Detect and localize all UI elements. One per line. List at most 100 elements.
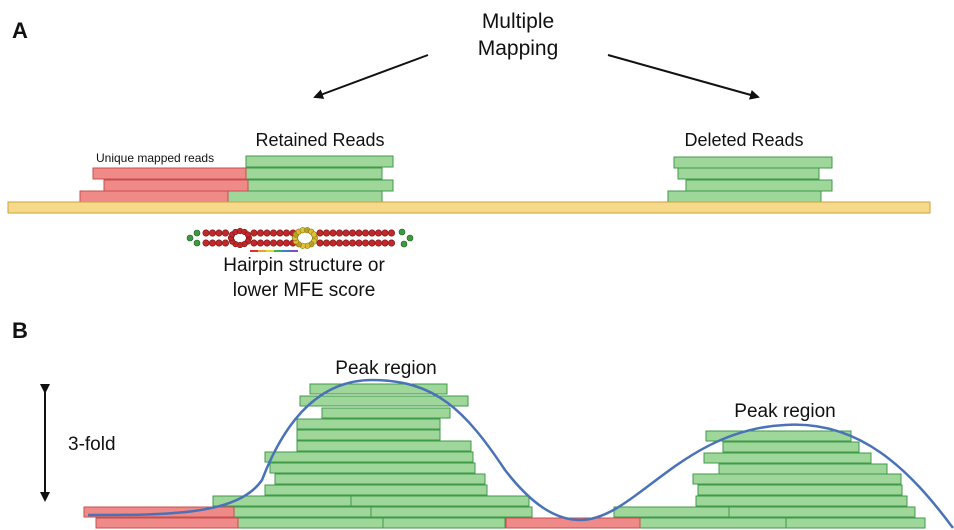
hairpin-nucleotide bbox=[348, 229, 356, 237]
hairpin-nucleotide bbox=[329, 239, 337, 247]
hairpin-bracket-segment bbox=[250, 250, 258, 252]
hairpin-nucleotide bbox=[256, 239, 264, 247]
hairpin-nucleotide bbox=[322, 239, 330, 247]
read-bar bbox=[685, 179, 833, 192]
read-bar bbox=[245, 155, 394, 168]
panel-a-label: A bbox=[12, 18, 28, 43]
read-bar bbox=[299, 395, 469, 407]
hairpin-nucleotide bbox=[250, 239, 258, 247]
genome-bar bbox=[7, 201, 931, 214]
hairpin-nucleotide bbox=[244, 231, 251, 238]
hairpin-nucleotide bbox=[269, 239, 277, 247]
hairpin-nucleotide bbox=[193, 239, 201, 247]
hairpin-bracket-segment bbox=[274, 250, 282, 252]
hairpin-nucleotide bbox=[209, 239, 217, 247]
hairpin-nucleotide bbox=[209, 229, 217, 237]
deleted-reads-label: Deleted Reads bbox=[684, 130, 803, 150]
hairpin-bracket-segment bbox=[282, 250, 290, 252]
unique-read-bar bbox=[95, 517, 239, 529]
hairpin-nucleotide bbox=[381, 239, 389, 247]
panel-b-unique-reads bbox=[83, 506, 641, 529]
hairpin-nucleotide bbox=[381, 229, 389, 237]
read-bar bbox=[722, 441, 860, 453]
read-bar bbox=[692, 473, 902, 485]
read-bar bbox=[718, 463, 888, 475]
hairpin-label-line2: lower MFE score bbox=[233, 280, 376, 301]
hairpin-nucleotide bbox=[263, 239, 271, 247]
read-bar bbox=[321, 407, 451, 419]
read-bar bbox=[225, 190, 383, 203]
hairpin-nucleotide bbox=[355, 239, 363, 247]
hairpin-nucleotide bbox=[400, 240, 408, 248]
read-bar bbox=[296, 429, 441, 441]
retained-reads bbox=[225, 155, 394, 203]
hairpin-structure-icon bbox=[186, 227, 414, 252]
deleted-reads bbox=[667, 156, 833, 203]
hairpin-nucleotide bbox=[322, 229, 330, 237]
hairpin-nucleotide bbox=[335, 229, 343, 237]
unique-mapped-reads-label: Unique mapped reads bbox=[96, 151, 214, 165]
read-bar bbox=[728, 506, 916, 518]
hairpin-nucleotide bbox=[263, 229, 271, 237]
fold-label: 3-fold bbox=[68, 434, 116, 455]
read-bar bbox=[677, 167, 820, 180]
hairpin-nucleotide bbox=[222, 239, 230, 247]
hairpin-nucleotide bbox=[335, 239, 343, 247]
hairpin-nucleotide bbox=[361, 229, 369, 237]
coverage-curve bbox=[87, 378, 954, 529]
hairpin-bracket-segment bbox=[258, 250, 266, 252]
read-bar bbox=[245, 179, 394, 192]
hairpin-nucleotide bbox=[368, 229, 376, 237]
retained-reads-label: Retained Reads bbox=[255, 130, 384, 150]
hairpin-nucleotide bbox=[348, 239, 356, 247]
hairpin-nucleotide bbox=[215, 239, 223, 247]
multiple-mapping-label-line2: Mapping bbox=[478, 37, 559, 60]
hairpin-nucleotide bbox=[387, 239, 395, 247]
hairpin-nucleotide bbox=[342, 239, 350, 247]
hairpin-nucleotide bbox=[276, 229, 284, 237]
read-bar bbox=[237, 517, 384, 529]
unique-reads bbox=[79, 167, 249, 203]
hairpin-nucleotide bbox=[342, 229, 350, 237]
arrow-to-deleted bbox=[607, 54, 760, 100]
hairpin-nucleotide bbox=[282, 229, 290, 237]
hairpin-nucleotide bbox=[222, 229, 230, 237]
read-bar bbox=[382, 517, 506, 529]
unique-read-bar bbox=[92, 167, 247, 180]
read-bar bbox=[639, 517, 787, 529]
unique-read-bar bbox=[83, 506, 235, 518]
read-bar bbox=[232, 506, 372, 518]
read-bar bbox=[667, 190, 822, 203]
read-bar bbox=[269, 462, 476, 474]
hairpin-label-line1: Hairpin structure or bbox=[223, 255, 385, 276]
hairpin-nucleotide bbox=[387, 229, 395, 237]
peak-region-label-2: Peak region bbox=[734, 401, 835, 422]
hairpin-nucleotide bbox=[316, 239, 324, 247]
read-bar bbox=[274, 473, 486, 485]
multiple-mapping-label-line1: Multiple bbox=[482, 10, 554, 33]
hairpin-bracket-segment bbox=[290, 250, 298, 252]
hairpin-nucleotide bbox=[406, 234, 414, 242]
hairpin-bracket-segment bbox=[266, 250, 274, 252]
read-bar bbox=[350, 495, 530, 507]
hairpin-nucleotide bbox=[250, 229, 258, 237]
hairpin-nucleotide bbox=[202, 239, 210, 247]
read-bar bbox=[697, 484, 903, 496]
hairpin-nucleotide bbox=[368, 239, 376, 247]
read-bar bbox=[613, 506, 730, 518]
read-bar bbox=[695, 495, 908, 507]
hairpin-nucleotide bbox=[215, 229, 223, 237]
read-bar bbox=[296, 418, 441, 430]
read-bar bbox=[785, 517, 926, 529]
unique-read-bar bbox=[103, 179, 249, 192]
hairpin-nucleotide bbox=[193, 229, 201, 237]
read-bar bbox=[245, 167, 383, 180]
read-bar bbox=[703, 452, 872, 464]
read-bar bbox=[309, 383, 448, 395]
hairpin-nucleotide bbox=[310, 231, 318, 238]
hairpin-nucleotide bbox=[186, 234, 194, 242]
read-bar bbox=[370, 506, 533, 518]
hairpin-nucleotide bbox=[361, 239, 369, 247]
hairpin-nucleotide bbox=[374, 229, 382, 237]
